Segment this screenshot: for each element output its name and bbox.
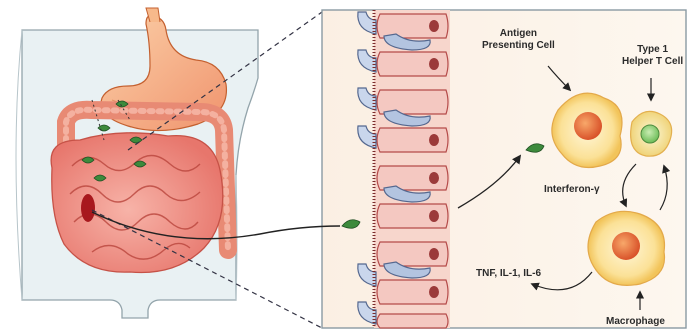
inflamed-region — [81, 194, 95, 222]
apc-label-line2: Presenting Cell — [482, 40, 555, 52]
t-cell-label-line1: Type 1 — [622, 44, 683, 56]
macrophage-icon — [588, 211, 665, 285]
macrophage-label: Macrophage — [606, 316, 665, 328]
type1-helper-t-cell-label: Type 1 Helper T Cell — [622, 44, 683, 68]
apc-label-line1: Antigen — [482, 28, 555, 40]
small-intestine-icon — [51, 133, 223, 273]
cytokines-label: TNF, IL-1, IL-6 — [476, 268, 541, 280]
t-cell-label-line2: Helper T Cell — [622, 56, 683, 68]
antigen-presenting-cell-label: Antigen Presenting Cell — [482, 28, 555, 52]
interferon-gamma-label: Interferon-γ — [544, 184, 600, 196]
type1-helper-t-cell-icon — [631, 111, 672, 156]
